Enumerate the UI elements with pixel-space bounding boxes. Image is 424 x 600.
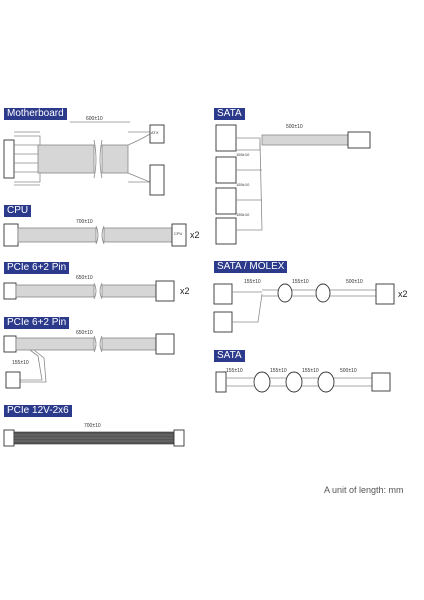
sata2-seg-3: 155±10 xyxy=(302,368,319,374)
unit-note: A unit of length: mm xyxy=(324,485,404,495)
motherboard-dim: 600±10 xyxy=(86,116,103,122)
sata2-connector-2 xyxy=(253,371,271,393)
pcie2-dim: 650±10 xyxy=(76,330,93,336)
satamolex-inline-1 xyxy=(277,283,293,303)
satamolex-dim: 500±10 xyxy=(346,279,363,285)
cpu-left-connector xyxy=(3,223,19,247)
atx-24pin-connector xyxy=(3,139,15,179)
pcie1-left-connector xyxy=(3,282,17,300)
sata1-seg-2: 155±10 xyxy=(236,182,250,187)
cpu-cable xyxy=(3,223,187,247)
cpu-right-connector xyxy=(171,223,187,247)
cpu-label: CPU xyxy=(4,205,32,217)
sata1-connector-3 xyxy=(215,187,237,215)
pcie12v-cable xyxy=(3,429,185,447)
pcie1-dim: 650±10 xyxy=(76,275,93,281)
sata1-connector-4 xyxy=(215,217,237,245)
sata2-connector-1 xyxy=(215,371,227,393)
cpu-multiplier: x2 xyxy=(190,230,200,240)
satamolex-multiplier: x2 xyxy=(398,289,408,299)
molex-connector-1 xyxy=(213,283,233,305)
molex-connector-2 xyxy=(213,311,233,333)
sata1-psu-connector xyxy=(347,131,371,149)
sata2-seg-2: 155±10 xyxy=(270,368,287,374)
motherboard-cable xyxy=(3,121,165,196)
sata2-cable xyxy=(215,371,391,393)
pcie2-left-connector xyxy=(3,335,17,353)
satamolex-inline-2 xyxy=(315,283,331,303)
motherboard-connector-text: ATX xyxy=(151,130,159,135)
sata1-cable xyxy=(215,124,371,245)
pcie2-right-connector xyxy=(155,333,175,355)
pcie12v-right-connector xyxy=(173,429,185,447)
sata2-dim: 500±10 xyxy=(340,368,357,374)
satamolex-seg-2: 155±10 xyxy=(292,279,309,285)
pcie2-label: PCIe 6+2 Pin xyxy=(4,317,70,329)
pcie1-multiplier: x2 xyxy=(180,286,190,296)
mb-4pin-connector xyxy=(149,124,165,144)
sata1-label: SATA xyxy=(214,108,245,120)
satamolex-cable xyxy=(213,283,395,333)
pcie12v-dim: 700±10 xyxy=(84,423,101,429)
motherboard-label: Motherboard xyxy=(4,108,67,120)
sata1-connector-1 xyxy=(215,124,237,152)
sata2-connector-3 xyxy=(285,371,303,393)
cpu-connector-text: CPU xyxy=(174,231,183,236)
pcie1-right-connector xyxy=(155,280,175,302)
pcie1-label: PCIe 6+2 Pin xyxy=(4,262,70,274)
pcie12v-label: PCIe 12V-2x6 xyxy=(4,405,72,417)
cpu-dim: 700±10 xyxy=(76,219,93,225)
sata1-connector-2 xyxy=(215,156,237,184)
pcie2-split-connector xyxy=(5,371,21,389)
sata2-psu-connector xyxy=(371,372,391,392)
sata1-seg-3: 155±10 xyxy=(236,212,250,217)
sata1-dim: 500±10 xyxy=(286,124,303,130)
satamolex-seg-1: 155±10 xyxy=(244,279,261,285)
sata2-label: SATA xyxy=(214,350,245,362)
satamolex-label: SATA / MOLEX xyxy=(214,261,288,273)
pcie2-cable xyxy=(3,333,175,389)
sata2-connector-4 xyxy=(317,371,335,393)
sata1-seg-1: 155±10 xyxy=(236,152,250,157)
pcie12v-left-connector xyxy=(3,429,15,447)
pcie1-cable xyxy=(3,280,175,302)
satamolex-psu-connector xyxy=(375,283,395,305)
mb-20pin-connector xyxy=(149,164,165,196)
sata2-seg-1: 155±10 xyxy=(226,368,243,374)
pcie2-split-dim: 155±10 xyxy=(12,360,29,366)
